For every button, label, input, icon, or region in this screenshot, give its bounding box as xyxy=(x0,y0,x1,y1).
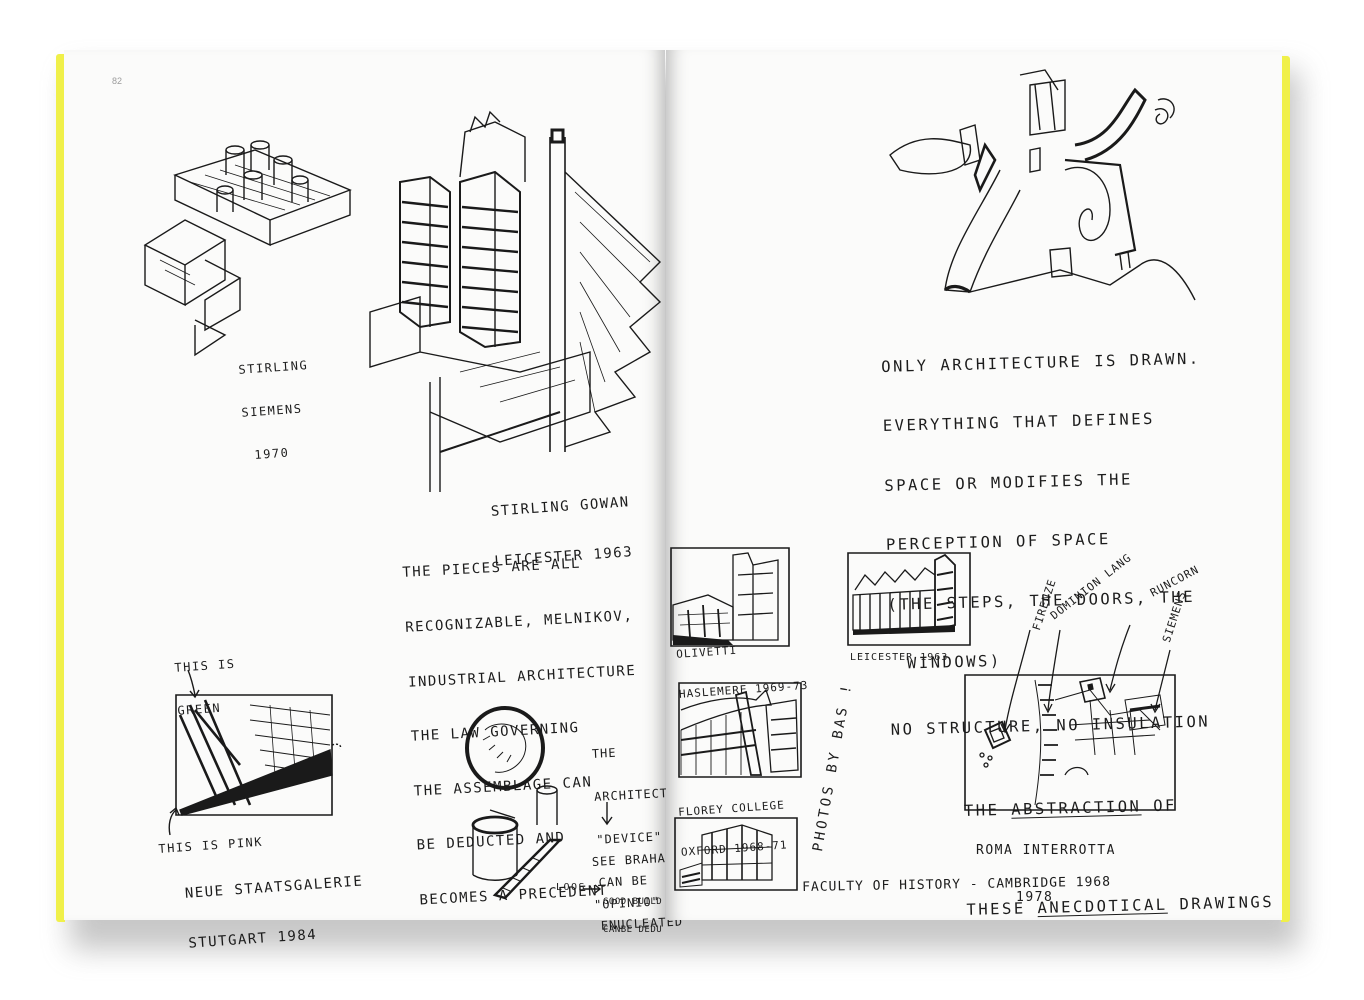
pieces-text-line: RECOGNIZABLE, MELNIKOV, xyxy=(404,607,634,636)
staatsgalerie-caption-line: STUTGART 1984 xyxy=(187,926,318,952)
siemens-caption-line: STIRLING xyxy=(238,357,309,377)
statement-line: ONLY ARCHITECTURE IS DRAWN. xyxy=(881,349,1201,376)
roma-caption-line: ROMA INTERROTTA xyxy=(976,843,1116,859)
down-arrow-icon xyxy=(600,800,614,826)
siemens-caption: STIRLING SIEMENS 1970 xyxy=(236,329,317,492)
curved-building-sketch xyxy=(880,70,1200,315)
siemens-caption-line: SIEMENS xyxy=(241,401,303,420)
anecdotical-post: DRAWINGS xyxy=(1167,892,1275,914)
good-building-line: CANBE DEDU xyxy=(603,925,663,936)
olivetti-sketch xyxy=(668,545,793,650)
staatsgalerie-caption-line: NEUE STAATSGALERIE xyxy=(184,873,364,902)
statement-line: SPACE OR MODIFIES THE xyxy=(884,470,1134,495)
loos-note: LOOS xyxy=(556,882,587,893)
siemens-caption-line: 1970 xyxy=(254,445,290,463)
staatsgalerie-caption: NEUE STAATSGALERIE STUTGART 1984 xyxy=(182,840,370,987)
leicester-engineering-sketch xyxy=(360,112,660,492)
leicester-small-sketch xyxy=(845,550,973,650)
statement-line: EVERYTHING THAT DEFINES xyxy=(882,409,1156,436)
pieces-text-line: INDUSTRIAL ARCHITECTURE xyxy=(407,662,637,691)
olivetti-caption-line: OLIVETTI xyxy=(675,644,738,662)
pieces-text-line: THE PIECES ARE ALL xyxy=(401,555,582,582)
roma-caption-line: 1978 xyxy=(1016,889,1054,905)
florey-sketch xyxy=(676,680,804,780)
yellow-edge-left xyxy=(56,54,65,922)
staatsgalerie-sketch xyxy=(150,665,350,850)
page-number: 82 xyxy=(112,76,123,86)
siemens-sketch xyxy=(135,120,375,360)
right-page xyxy=(666,50,1282,920)
leicester-small-caption: LEICESTER 1963 xyxy=(850,652,949,663)
roma-interrotta-map xyxy=(960,560,1200,820)
faculty-history-sketch xyxy=(672,815,800,893)
yellow-edge-right xyxy=(1281,56,1290,922)
spiral-device-sketch xyxy=(455,700,590,900)
right-arrow-icon xyxy=(582,884,602,894)
good-building-note: GOOD BUILD CANBE DEDU xyxy=(603,879,662,955)
roma-caption: ROMA INTERROTTA 1978 xyxy=(976,812,1116,937)
good-building-line: GOOD BUILD xyxy=(603,896,663,907)
